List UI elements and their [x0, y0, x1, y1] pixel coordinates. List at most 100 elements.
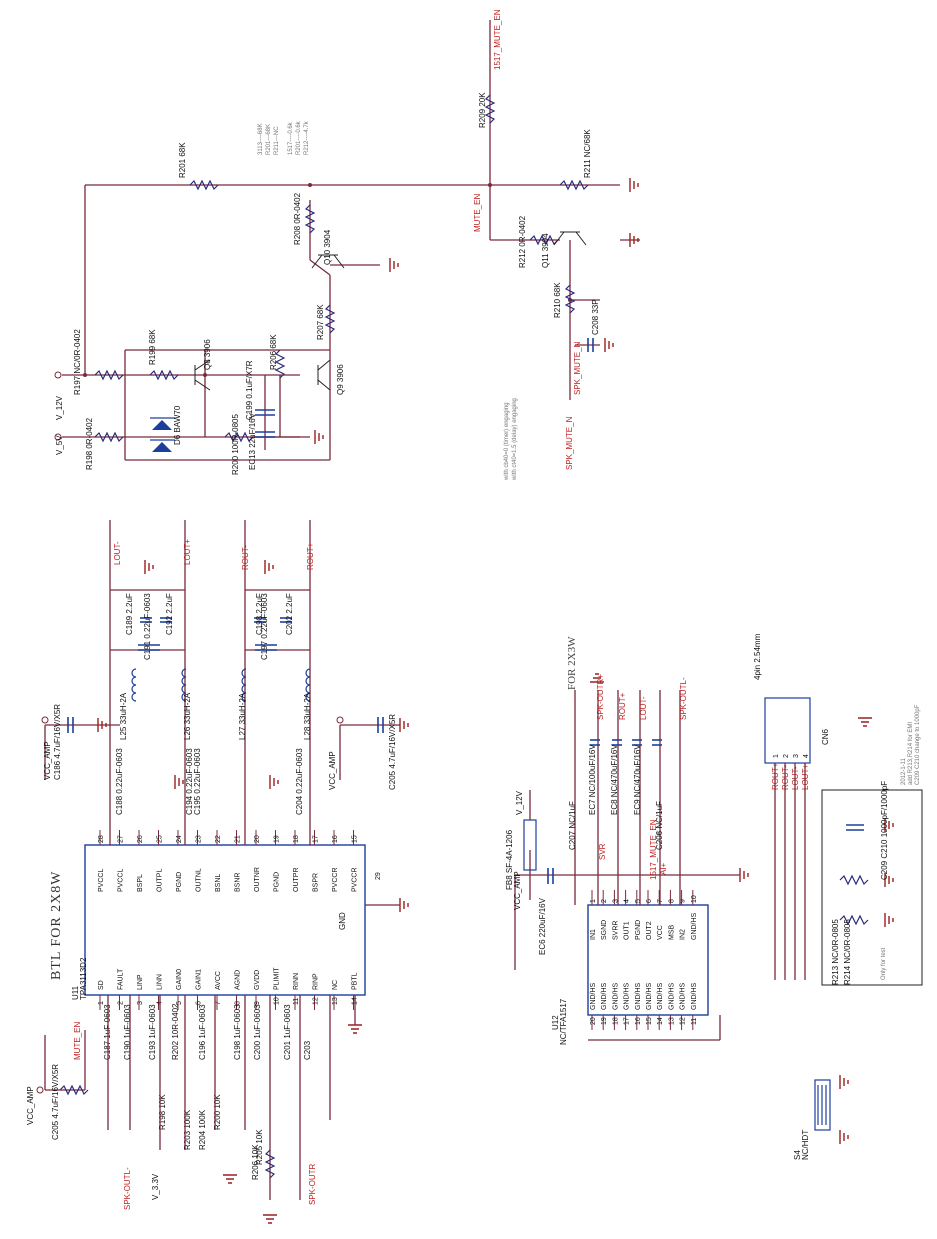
ground-symbol	[314, 178, 639, 444]
u12-pin-name: GND/HS	[680, 982, 687, 1010]
q11-label: Q11 3904	[541, 233, 550, 268]
u11-pin-num: 17	[313, 835, 320, 843]
u11-pin-num: 24	[176, 835, 183, 843]
l27-inductor	[241, 668, 247, 702]
u11-pin-num: 27	[118, 835, 125, 843]
u12-pin-name: VCC	[657, 925, 664, 940]
r209-resistor	[484, 94, 496, 124]
u12-pin-num: 17	[624, 1017, 631, 1025]
amp-part-label: C188 0.22uF-0603	[115, 748, 124, 815]
u12-pin-num: 3	[612, 899, 619, 903]
amp-part-label: R206 10K	[251, 1144, 260, 1180]
r198-resistor	[94, 431, 124, 443]
amp-part-label: C198 1uF-0603	[233, 1004, 242, 1060]
r211-resistor	[559, 179, 589, 191]
amp-part-label: L26 33uH-2A	[183, 692, 192, 740]
r207-label: R207 68K	[316, 304, 325, 340]
ground-symbol	[884, 873, 894, 887]
amp-part-label: C194 0.22uF-0603	[185, 748, 194, 815]
test-region	[821, 789, 923, 986]
u11-pin-num: 9	[254, 1001, 261, 1005]
mute-en-1517-net: 1517_MUTE_EN	[493, 9, 502, 70]
q8-transistor	[194, 359, 211, 391]
u11-pin-name: AGND	[235, 970, 242, 990]
r210-resistor	[564, 284, 576, 314]
v12v-label: V_12V	[55, 395, 64, 420]
svr-net: SVR	[598, 843, 607, 860]
u11-pin-name: BSPL	[137, 874, 144, 892]
u11-pin-name: LINP	[137, 974, 144, 990]
u11-pin-num: 6	[196, 1001, 203, 1005]
u11-pin-num: 10	[274, 997, 281, 1005]
u12-pin-name: SGND	[601, 920, 608, 940]
amp-part-label: C198 2.2uF	[255, 593, 264, 635]
u11-chip	[84, 844, 366, 996]
r208-resistor	[304, 204, 316, 234]
vcc-amp-label-3: VCC_AMP	[26, 1086, 35, 1125]
ground-symbol	[839, 1130, 849, 1144]
u11-pin-name: GAIN1	[196, 969, 203, 990]
revision-line2: add R213,R214 for EMI	[908, 722, 914, 785]
r209-label: R209 20K	[478, 92, 487, 128]
u11-pin-num: 19	[274, 835, 281, 843]
s4-part: NC/HDT	[801, 1130, 810, 1160]
mute-en-net: MUTE_EN	[473, 194, 482, 232]
u11-pin-num: 16	[332, 835, 339, 843]
r214-resistor	[839, 914, 869, 926]
ground-symbol	[144, 560, 154, 574]
amp-part-label: R203 100K	[183, 1109, 192, 1150]
v5v-port	[54, 371, 62, 379]
ground-symbol	[263, 1214, 277, 1224]
u11-pin-num: 23	[196, 835, 203, 843]
note-a-line1: 3113----68K	[258, 123, 264, 155]
amp-part-label: L27 33uH-2A	[238, 692, 247, 740]
u11-gnd-name: GND	[338, 912, 347, 930]
u11-pin-name: GVDD	[254, 970, 261, 990]
u11-pin-name: BSNL	[215, 874, 222, 892]
r198-label: R198 0R-0402	[85, 417, 94, 470]
u11-pin-name: OUTNR	[254, 867, 261, 892]
u11-pin-name: LINN	[157, 974, 164, 990]
l26-inductor	[181, 668, 187, 702]
v5v-label: V_5V	[55, 435, 64, 455]
amp-part-label: C193 1uF-0603	[148, 1004, 157, 1060]
q8-label: Q8 3906	[203, 339, 212, 370]
spk-outl-minus-net: SPK-OUTL-	[679, 677, 688, 720]
r199-resistor	[149, 369, 179, 381]
u11-pin-name: RINN	[293, 973, 300, 990]
c199-label: C199 0.1uF/X7R	[245, 360, 254, 420]
note-a-line2: R201---68K	[266, 124, 272, 155]
u12-pin-name: PGND	[635, 920, 642, 940]
u11-pin-name: BSPR	[313, 873, 320, 892]
u11-pin-name: PVCCR	[352, 867, 359, 892]
u11-pin-name: FAULT	[118, 968, 125, 990]
amp-part-label: R202 10R-0402	[171, 1003, 180, 1060]
amp-section: BTL FOR 2X8W U11 TPA3113D2 GND 29 1SD2FA…	[26, 520, 409, 1224]
note-b-line1: 1517----0.6k	[288, 121, 294, 155]
ground-symbol	[884, 818, 894, 832]
r197-resistor	[94, 369, 124, 381]
u11-pin-name: PVCCL	[98, 869, 105, 892]
u12-pin-name: GND/HS	[691, 912, 698, 940]
d6-label: D6 BAW70	[173, 405, 182, 445]
u11-pin-num: 11	[293, 998, 300, 1005]
amp-part-label: C191 0.22uF-0603	[143, 593, 152, 660]
u12-pin-name: OUT2	[646, 921, 653, 940]
c209-label: C209 C210 1000pF/1000pF	[880, 781, 889, 880]
ground-symbol	[399, 718, 409, 732]
u11-pin-num: 21	[235, 835, 242, 843]
c208-capacitor	[587, 338, 594, 352]
revision-line1: 2012-1-11	[901, 757, 907, 785]
u11-pin-num: 20	[254, 835, 261, 843]
amp-part-label: C203	[303, 1040, 312, 1060]
u11-pin-name: PGND	[176, 872, 183, 892]
u12-pin-name: SVRR	[612, 921, 619, 940]
vcc-amp-label-2: VCC_AMP	[328, 751, 337, 790]
r208-label: R208 0R-0402	[293, 192, 302, 245]
cn6-ref: CN6	[821, 728, 830, 745]
ground-symbol	[264, 560, 274, 574]
vcc-amp-port-2	[336, 716, 344, 724]
u12-pin-num: 7	[657, 899, 664, 903]
